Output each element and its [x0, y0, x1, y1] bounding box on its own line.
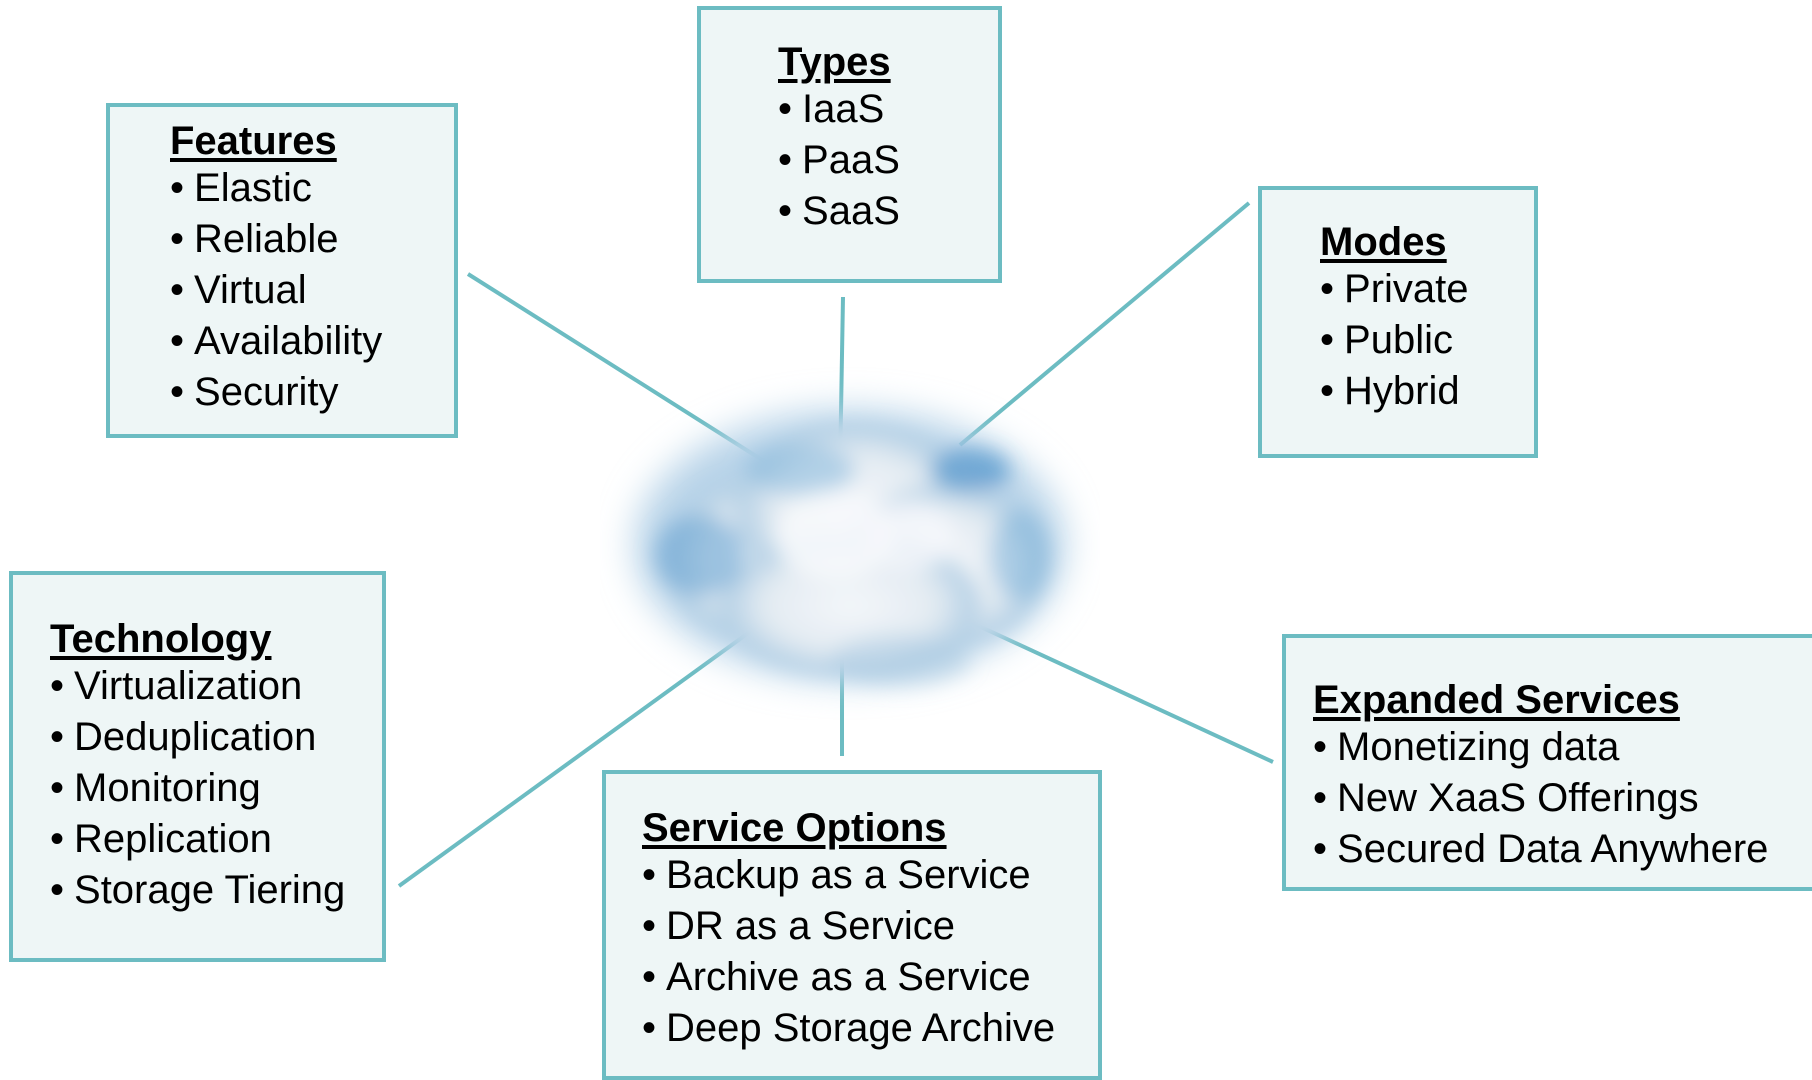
service-options-item-label: Backup as a Service: [666, 853, 1031, 897]
technology-item-label: Monitoring: [74, 766, 261, 810]
types-box: Types •IaaS •PaaS •SaaS: [697, 6, 1002, 283]
connector-technology: [397, 608, 782, 888]
modes-title: Modes: [1320, 220, 1447, 264]
bullet-icon: •: [1313, 776, 1328, 820]
bullet-icon: •: [170, 217, 185, 261]
bullet-icon: •: [1313, 827, 1328, 871]
list-item: •Secured Data Anywhere: [1313, 824, 1812, 875]
service-options-item-label: Archive as a Service: [666, 955, 1031, 999]
modes-item-label: Hybrid: [1344, 369, 1460, 413]
bullet-icon: •: [642, 1006, 657, 1050]
features-item-label: Elastic: [194, 166, 312, 210]
modes-item-label: Public: [1344, 318, 1453, 362]
technology-item-label: Storage Tiering: [74, 868, 346, 912]
bullet-icon: •: [170, 166, 185, 210]
service-options-item-label: DR as a Service: [666, 904, 955, 948]
features-box: Features •Elastic •Reliable •Virtual •Av…: [106, 103, 458, 438]
list-item: •Deduplication: [50, 712, 382, 763]
technology-item-label: Virtualization: [74, 664, 303, 708]
service-options-box: Service Options •Backup as a Service •DR…: [602, 770, 1102, 1080]
technology-item-label: Deduplication: [74, 715, 317, 759]
expanded-services-list: •Monetizing data •New XaaS Offerings •Se…: [1313, 722, 1812, 875]
technology-item-label: Replication: [74, 817, 272, 861]
service-options-list: •Backup as a Service •DR as a Service •A…: [642, 850, 1098, 1054]
features-item-label: Security: [194, 370, 339, 414]
modes-item-label: Private: [1344, 267, 1469, 311]
list-item: •New XaaS Offerings: [1313, 773, 1812, 824]
types-item-label: IaaS: [802, 87, 885, 131]
list-item: •Availability: [170, 316, 454, 367]
bullet-icon: •: [170, 319, 185, 363]
list-item: •Archive as a Service: [642, 952, 1098, 1003]
list-item: •SaaS: [778, 186, 998, 237]
service-options-title: Service Options: [642, 806, 947, 850]
list-item: •Reliable: [170, 214, 454, 265]
list-item: •DR as a Service: [642, 901, 1098, 952]
bullet-icon: •: [778, 138, 793, 182]
cloud-icon: [635, 410, 1065, 685]
bullet-icon: •: [642, 955, 657, 999]
expanded-services-item-label: New XaaS Offerings: [1337, 776, 1699, 820]
technology-title: Technology: [50, 617, 272, 661]
bullet-icon: •: [50, 664, 65, 708]
bullet-icon: •: [50, 766, 65, 810]
list-item: •Hybrid: [1320, 366, 1534, 417]
modes-list: •Private •Public •Hybrid: [1320, 264, 1534, 417]
features-title: Features: [170, 119, 337, 163]
list-item: •Monitoring: [50, 763, 382, 814]
connector-expanded-services: [954, 613, 1274, 764]
bullet-icon: •: [1320, 369, 1335, 413]
features-item-label: Virtual: [194, 268, 307, 312]
modes-box: Modes •Private •Public •Hybrid: [1258, 186, 1538, 458]
bullet-icon: •: [170, 370, 185, 414]
bullet-icon: •: [1320, 267, 1335, 311]
bullet-icon: •: [778, 87, 793, 131]
bullet-icon: •: [1320, 318, 1335, 362]
list-item: •IaaS: [778, 84, 998, 135]
list-item: •Backup as a Service: [642, 850, 1098, 901]
bullet-icon: •: [50, 868, 65, 912]
bullet-icon: •: [50, 715, 65, 759]
bullet-icon: •: [1313, 725, 1328, 769]
expanded-services-item-label: Secured Data Anywhere: [1337, 827, 1769, 871]
features-item-label: Reliable: [194, 217, 339, 261]
connector-modes: [958, 201, 1251, 447]
list-item: •Virtual: [170, 265, 454, 316]
list-item: •PaaS: [778, 135, 998, 186]
types-item-label: PaaS: [802, 138, 900, 182]
expanded-services-box: Expanded Services •Monetizing data •New …: [1282, 634, 1812, 891]
bullet-icon: •: [778, 189, 793, 233]
bullet-icon: •: [50, 817, 65, 861]
bullet-icon: •: [642, 904, 657, 948]
list-item: •Public: [1320, 315, 1534, 366]
bullet-icon: •: [170, 268, 185, 312]
expanded-services-item-label: Monetizing data: [1337, 725, 1620, 769]
features-list: •Elastic •Reliable •Virtual •Availabilit…: [170, 163, 454, 418]
types-item-label: SaaS: [802, 189, 900, 233]
list-item: •Security: [170, 367, 454, 418]
list-item: •Elastic: [170, 163, 454, 214]
types-list: •IaaS •PaaS •SaaS: [778, 84, 998, 237]
list-item: •Virtualization: [50, 661, 382, 712]
list-item: •Replication: [50, 814, 382, 865]
service-options-item-label: Deep Storage Archive: [666, 1006, 1056, 1050]
expanded-services-title: Expanded Services: [1313, 678, 1680, 722]
list-item: •Private: [1320, 264, 1534, 315]
technology-box: Technology •Virtualization •Deduplicatio…: [9, 571, 386, 962]
list-item: •Storage Tiering: [50, 865, 382, 916]
bullet-icon: •: [642, 853, 657, 897]
list-item: •Deep Storage Archive: [642, 1003, 1098, 1054]
features-item-label: Availability: [194, 319, 383, 363]
list-item: •Monetizing data: [1313, 722, 1812, 773]
technology-list: •Virtualization •Deduplication •Monitori…: [50, 661, 382, 916]
types-title: Types: [778, 40, 891, 84]
